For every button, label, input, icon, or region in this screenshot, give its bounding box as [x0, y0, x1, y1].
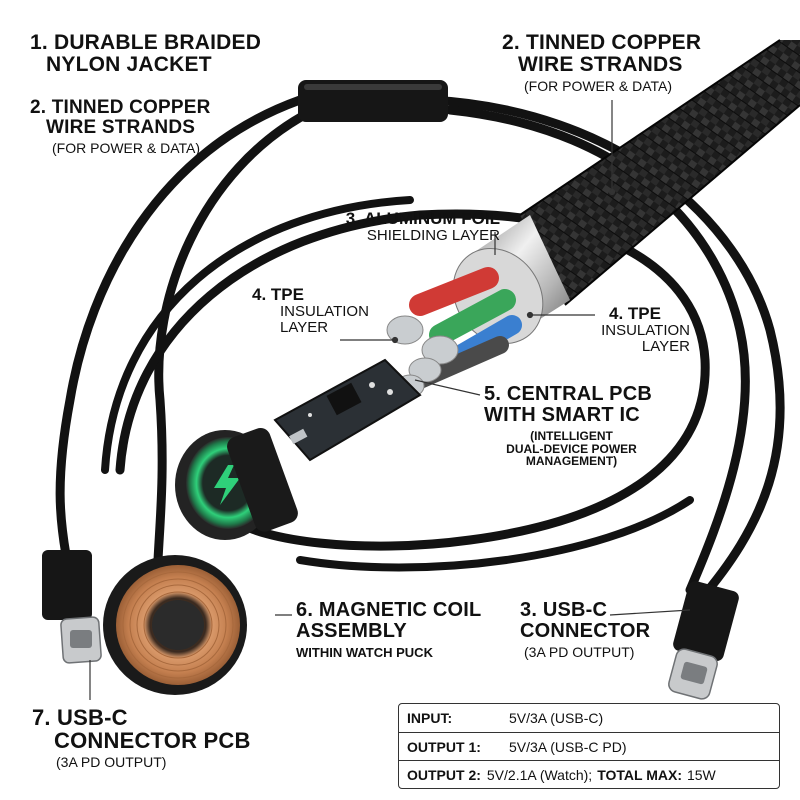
label-line: NYLON JACKET — [46, 53, 212, 77]
label-sub: (FOR POWER & DATA) — [524, 78, 673, 95]
label-line: 1. DURABLE BRAIDED — [30, 31, 262, 54]
label-line: 4. TPE — [609, 304, 661, 323]
label-sub: LAYER — [280, 318, 329, 336]
label-line: WITH SMART IC — [484, 404, 640, 426]
usb-c-left — [42, 550, 102, 664]
cable-loops — [55, 95, 785, 605]
spec-value-total: 15W — [686, 766, 716, 783]
label-sub: DUAL-DEVICE POWER — [506, 441, 637, 456]
watch-puck — [103, 555, 247, 695]
label-line: 2. TINNED COPPER — [502, 31, 702, 54]
leader-lines — [89, 100, 691, 700]
lightning-icon — [214, 465, 240, 505]
spec-table: INPUT: 5V/3A (USB-C) OUTPUT 1: 5V/3A (US… — [398, 703, 780, 789]
label-line: 6. MAGNETIC COIL — [296, 599, 482, 621]
label-copper-left: 2. TINNED COPPER WIRE STRANDS (FOR POWER… — [30, 98, 211, 156]
label-tpe-left: 4. TPE INSULATION LAYER — [252, 286, 369, 335]
label-sub: LAYER — [641, 337, 690, 355]
label-copper-right: 2. TINNED COPPER WIRE STRANDS (FOR POWER… — [502, 31, 702, 95]
usb-c-right — [668, 581, 739, 700]
label-line: WIRE STRANDS — [46, 116, 196, 138]
label-line: 5. CENTRAL PCB — [484, 383, 653, 405]
spec-key: OUTPUT 1: — [407, 738, 481, 755]
spec-value: 5V/3A (USB-C) — [509, 710, 604, 726]
spec-value: 5V/3A (USB-C PD) — [509, 738, 627, 755]
label-usbc-right: 3. USB-C CONNECTOR (3A PD OUTPUT) — [520, 600, 650, 660]
label-sub: (INTELLIGENT — [530, 429, 613, 443]
label-line: 4. TPE — [252, 285, 304, 304]
spec-value: 5V/2.1A (Watch); — [486, 766, 593, 783]
label-sub: (FOR POWER & DATA) — [52, 139, 201, 156]
label-sub: (3A PD OUTPUT) — [56, 754, 167, 771]
label-sub: MANAGEMENT) — [525, 454, 618, 469]
spec-key: INPUT: — [407, 710, 453, 726]
label-line: ASSEMBLY — [296, 620, 407, 642]
splitter-body — [298, 80, 448, 122]
spec-row-output-1: OUTPUT 1: 5V/3A (USB-C PD) — [399, 732, 779, 760]
label-usbc-left: 7. USB-C CONNECTOR PCB (3A PD OUTPUT) — [32, 706, 251, 770]
label-pcb: 5. CENTRAL PCB WITH SMART IC (INTELLIGEN… — [484, 384, 659, 468]
spec-key-total: TOTAL MAX: — [597, 766, 682, 783]
spec-row-input: INPUT: 5V/3A (USB-C) — [399, 704, 779, 732]
label-sub: INSULATION — [280, 302, 369, 320]
label-foil: 3. ALUMINUM FOIL SHIELDING LAYER — [310, 210, 500, 244]
label-line: 3. USB-C — [520, 599, 608, 621]
label-line: CONNECTOR PCB — [54, 728, 251, 754]
label-line: 2. TINNED COPPER — [30, 97, 211, 118]
label-line: WIRE STRANDS — [518, 53, 683, 77]
central-pcb — [273, 358, 422, 462]
label-sub: (3A PD OUTPUT) — [524, 644, 635, 660]
spec-key: OUTPUT 2: — [407, 766, 481, 783]
braided-jacket — [519, 39, 800, 306]
label-sub: WITHIN WATCH PUCK — [296, 645, 433, 660]
label-line: 3. ALUMINUM FOIL — [345, 209, 500, 228]
label-line: 7. USB-C — [32, 705, 128, 730]
label-sub: INSULATION — [601, 321, 690, 339]
spec-row-output-2: OUTPUT 2: 5V/2.1A (Watch); TOTAL MAX: 15… — [399, 760, 779, 788]
label-sub: SHIELDING LAYER — [366, 226, 500, 244]
label-braided-jacket: 1. DURABLE BRAIDED NYLON JACKET — [30, 31, 262, 77]
label-line: CONNECTOR — [520, 620, 651, 642]
label-tpe-right: 4. TPE INSULATION LAYER — [580, 305, 690, 354]
label-coil: 6. MAGNETIC COIL ASSEMBLY WITHIN WATCH P… — [296, 600, 481, 660]
